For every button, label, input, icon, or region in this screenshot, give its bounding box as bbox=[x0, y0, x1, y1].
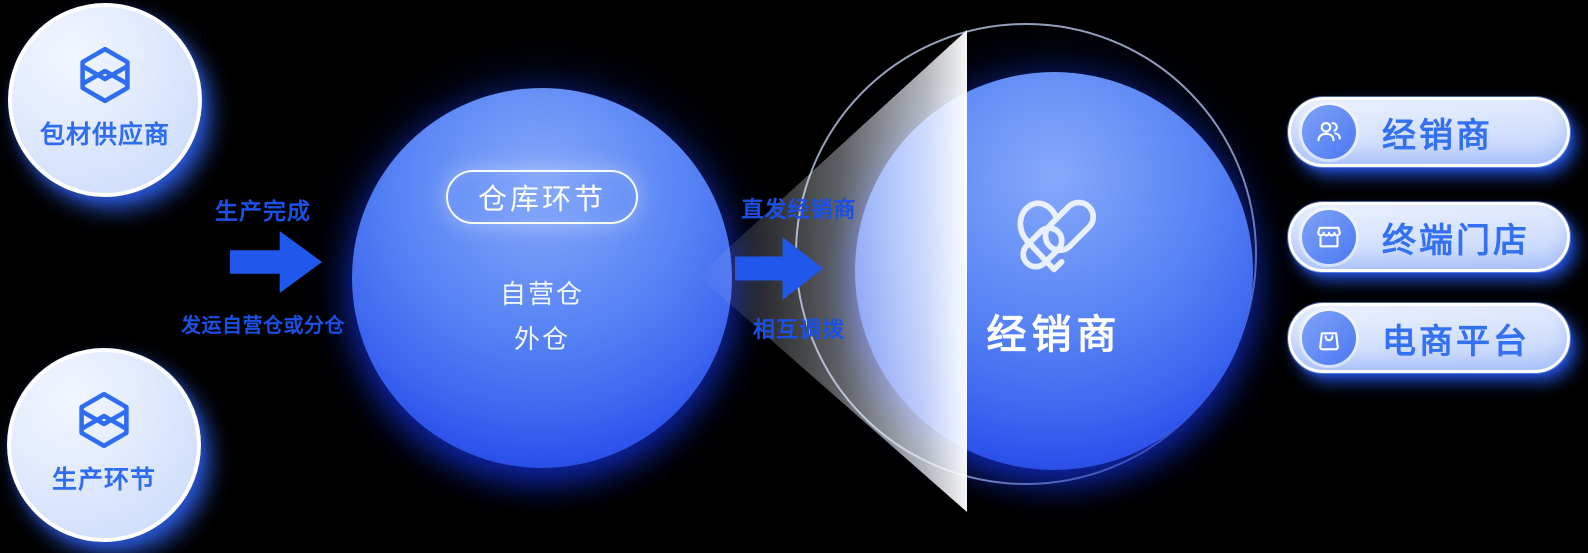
flow-label-ship-to-warehouse: 发运自营仓或分仓 bbox=[181, 313, 345, 337]
warehouse-item-external: 外仓 bbox=[513, 325, 570, 355]
channel-label: 经销商 bbox=[1382, 115, 1493, 156]
distributor-hub-label: 经销商 bbox=[986, 312, 1122, 358]
right-arrow-icon bbox=[230, 231, 322, 293]
flow-label-mutual-transfer: 相互调拨 bbox=[752, 318, 845, 343]
warehouse-item-self-operated: 自营仓 bbox=[499, 280, 584, 310]
packaging-supplier-label: 包材供应商 bbox=[39, 120, 170, 149]
users-icon bbox=[1302, 105, 1356, 159]
channel-pill-terminal-stores[interactable]: 终端门店 bbox=[1288, 202, 1570, 272]
flow-label-production-complete: 生产完成 bbox=[215, 199, 311, 225]
channel-pill-ecommerce[interactable]: 电商平台 bbox=[1288, 303, 1570, 373]
production-label: 生产环节 bbox=[51, 465, 156, 494]
shopping-bag-icon bbox=[1302, 311, 1356, 365]
channel-label: 终端门店 bbox=[1382, 220, 1530, 261]
hexagon-box-icon bbox=[79, 391, 129, 449]
heart-handshake-icon bbox=[1017, 199, 1097, 273]
channel-label: 电商平台 bbox=[1382, 321, 1530, 362]
flow-label-direct-to-distributor: 直发经销商 bbox=[741, 198, 857, 223]
node-packaging-supplier: 包材供应商 bbox=[8, 3, 202, 197]
node-warehouse: 仓库环节 自营仓 外仓 bbox=[352, 88, 732, 468]
storefront-icon bbox=[1302, 210, 1356, 264]
channel-pill-distributor[interactable]: 经销商 bbox=[1288, 97, 1570, 167]
warehouse-badge: 仓库环节 bbox=[446, 170, 638, 224]
hexagon-box-icon bbox=[80, 46, 130, 104]
node-production: 生产环节 bbox=[7, 348, 201, 542]
